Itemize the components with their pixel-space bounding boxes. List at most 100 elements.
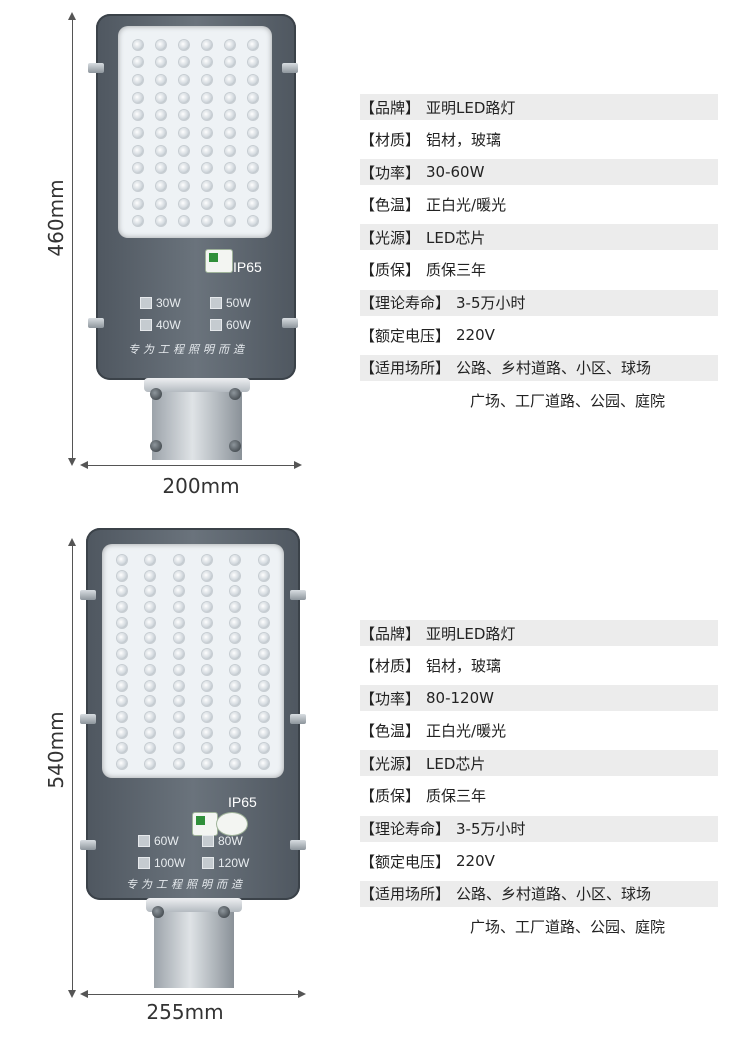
led-chip — [173, 570, 184, 581]
width-dimension-line — [86, 994, 300, 995]
led-chip — [145, 586, 156, 597]
panel-clip — [88, 318, 104, 328]
panel-clip — [282, 318, 298, 328]
led-chip — [145, 759, 156, 770]
led-chip — [202, 711, 213, 722]
panel-clip — [290, 840, 306, 850]
led-chip — [202, 586, 213, 597]
spec-row: 【功率】30-60W — [360, 159, 718, 186]
led-chip — [117, 696, 128, 707]
led-array — [126, 36, 264, 230]
led-chip — [230, 649, 241, 660]
spec-row: 【质保】质保三年 — [360, 783, 718, 809]
height-label: 460mm — [44, 179, 68, 257]
panel-clip — [88, 63, 104, 73]
led-chip — [258, 617, 269, 628]
led-chip — [132, 39, 143, 50]
led-chip — [258, 680, 269, 691]
led-chip — [178, 216, 189, 227]
led-chip — [117, 711, 128, 722]
panel-clip — [80, 590, 96, 600]
led-chip — [202, 633, 213, 644]
wattage-option: 40W — [140, 318, 181, 332]
led-chip — [202, 664, 213, 675]
spec-value: 广场、工厂道路、公园、庭院 — [470, 917, 666, 936]
spec-key: 【适用场所】 — [360, 885, 451, 904]
led-chip — [247, 57, 258, 68]
spec-row: 【理论寿命】 3-5万小时 — [360, 815, 718, 842]
spec-value: 220V — [456, 852, 495, 871]
led-chip — [155, 127, 166, 138]
led-chip — [247, 92, 258, 103]
spec-value: 铝材，玻璃 — [426, 657, 502, 676]
dimension-arrow-left — [80, 990, 88, 998]
wattage-option: 120W — [202, 856, 249, 870]
led-chip — [117, 570, 128, 581]
led-chip — [258, 759, 269, 770]
dimension-arrow-bottom — [68, 458, 76, 466]
led-chip — [230, 554, 241, 565]
spec-key: 【光源】 — [360, 754, 421, 773]
led-chip — [258, 696, 269, 707]
led-chip — [258, 743, 269, 754]
led-chip — [230, 727, 241, 738]
led-chip — [202, 727, 213, 738]
spec-key: 【理论寿命】 — [360, 820, 451, 839]
led-chip — [117, 601, 128, 612]
spec-row: 【材质】铝材，玻璃 — [360, 653, 718, 679]
spec-value: 质保三年 — [426, 261, 487, 280]
spec-value: 3-5万小时 — [456, 820, 526, 839]
led-chip — [145, 554, 156, 565]
mount-bolt — [229, 440, 241, 452]
led-chip — [117, 664, 128, 675]
spec-key: 【额定电压】 — [360, 852, 451, 871]
led-chip — [258, 727, 269, 738]
spec-value: 80-120W — [426, 689, 494, 708]
led-chip — [201, 198, 212, 209]
led-chip — [173, 696, 184, 707]
spec-key: 【品牌】 — [360, 98, 421, 117]
dimension-arrow-top — [68, 12, 76, 20]
spec-key: 【额定电压】 — [360, 326, 451, 345]
led-chip — [155, 145, 166, 156]
led-chip — [132, 180, 143, 191]
spec-value: 质保三年 — [426, 787, 487, 806]
spec-table: 【品牌】亚明LED路灯【材质】铝材，玻璃【功率】30-60W【色温】正白光/暖光… — [360, 94, 718, 420]
spec-row: 【适用场所】公路、乡村道路、小区、球场 — [360, 354, 718, 381]
led-chip — [247, 145, 258, 156]
led-chip — [132, 75, 143, 86]
spec-value: 220V — [456, 326, 495, 345]
led-chip — [224, 57, 235, 68]
led-chip — [117, 617, 128, 628]
led-chip — [247, 216, 258, 227]
led-chip — [132, 163, 143, 174]
mount-bolt — [150, 440, 162, 452]
certification-badge — [192, 812, 218, 836]
wattage-option: 100W — [138, 856, 185, 870]
led-chip — [173, 664, 184, 675]
mount-bolt — [218, 906, 230, 918]
led-chip — [178, 75, 189, 86]
led-chip — [202, 554, 213, 565]
led-chip — [247, 127, 258, 138]
wattage-option: 50W — [210, 296, 251, 310]
led-chip — [247, 110, 258, 121]
led-chip — [258, 664, 269, 675]
spec-key: 【材质】 — [360, 131, 421, 150]
led-chip — [145, 617, 156, 628]
led-chip — [202, 680, 213, 691]
led-chip — [258, 586, 269, 597]
led-chip — [224, 180, 235, 191]
led-chip — [132, 127, 143, 138]
led-chip — [258, 601, 269, 612]
panel-clip — [80, 714, 96, 724]
led-chip — [230, 759, 241, 770]
led-chip — [173, 633, 184, 644]
led-chip — [132, 198, 143, 209]
spec-continuation-row: 广场、工厂道路、公园、庭院 — [360, 387, 718, 413]
led-chip — [155, 110, 166, 121]
led-chip — [224, 39, 235, 50]
product-section-2: 540mm IP65 60W 80W 100W 120W 专为工程照明而造 25… — [0, 520, 750, 1042]
spec-row: 【质保】质保三年 — [360, 257, 718, 283]
led-chip — [178, 145, 189, 156]
